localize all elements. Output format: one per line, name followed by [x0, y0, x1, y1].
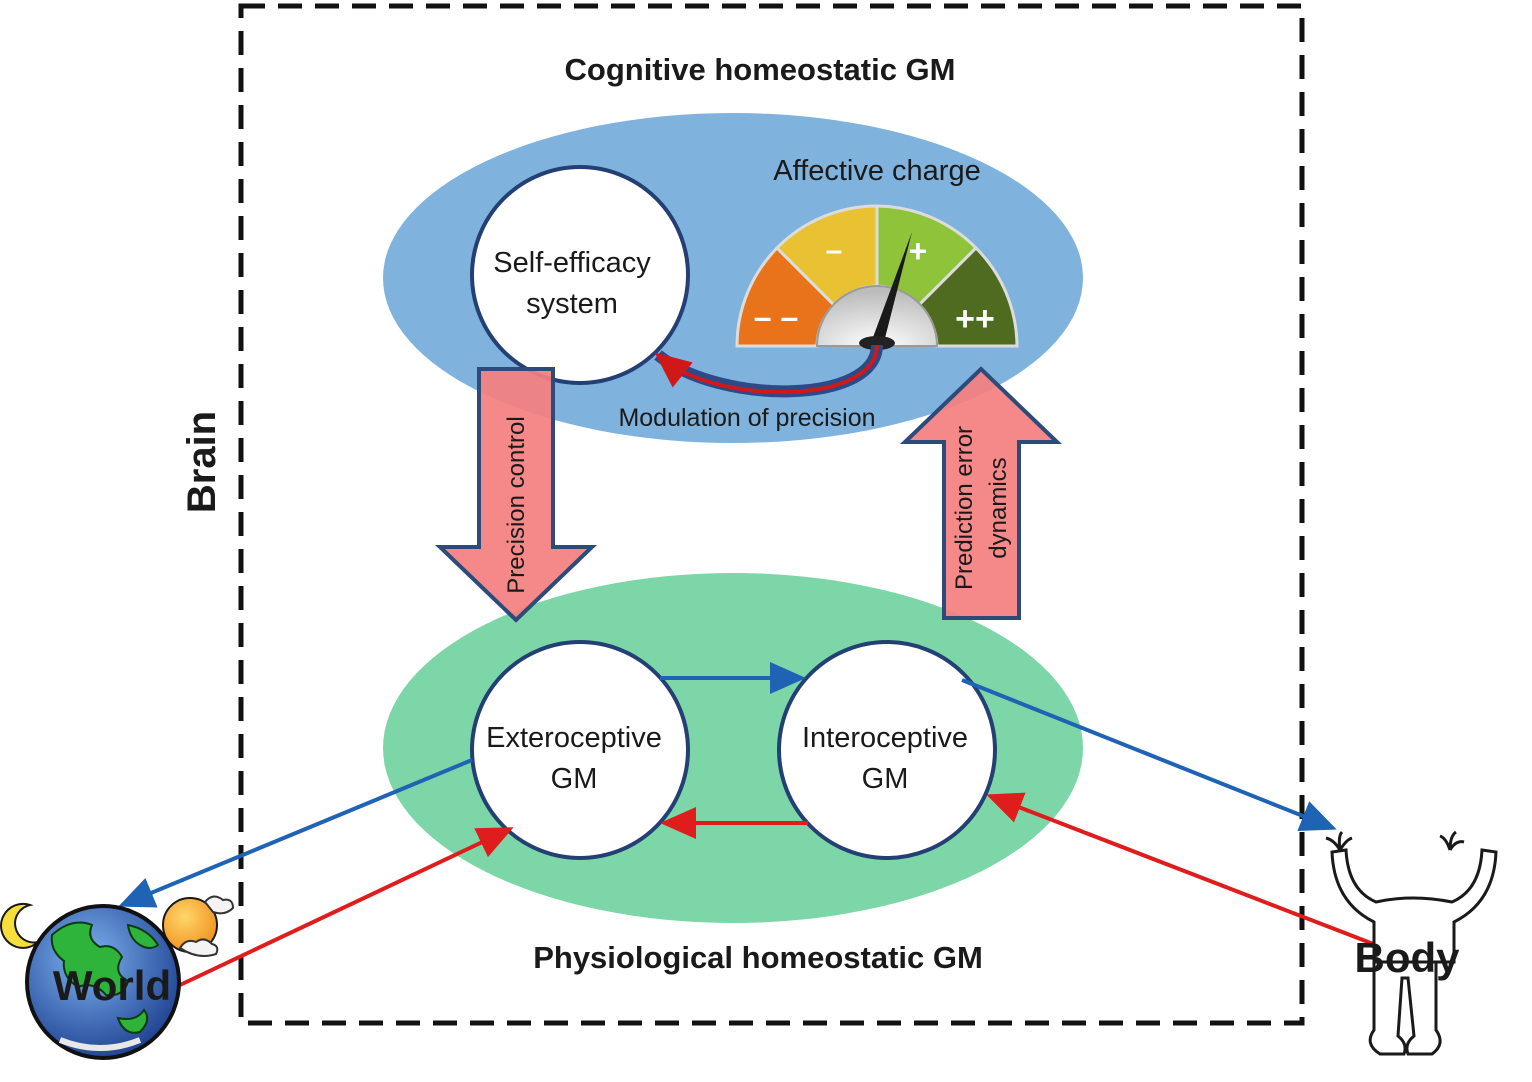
world-to-extero-arrow — [179, 827, 514, 987]
brain-boundary — [238, 3, 1305, 1026]
interoceptive-circle — [777, 640, 997, 860]
gauge-label-very-positive: ++ — [955, 300, 995, 338]
affective-gauge: – – – + ++ — [735, 204, 1019, 350]
intero-to-body-arrow — [961, 678, 1337, 832]
continent-icon-2 — [126, 923, 160, 949]
continent-icon-3 — [116, 1008, 149, 1034]
continent-icon — [50, 921, 130, 997]
world-label: World — [53, 962, 171, 1009]
modulation-arrow — [654, 344, 879, 395]
extero-to-world-arrow — [118, 758, 473, 908]
gauge-needle — [872, 232, 912, 342]
physiological-title: Physiological homeostatic GM — [533, 940, 983, 975]
gauge-label-negative: – — [826, 234, 843, 267]
prediction-error-label-1: Prediction error — [951, 426, 978, 590]
gauge-label-positive: + — [909, 233, 928, 269]
moon-icon — [0, 902, 42, 949]
prediction-error-arrow — [900, 366, 1062, 620]
gauge-needle-hub — [859, 336, 895, 350]
body-to-intero-arrow — [986, 792, 1377, 947]
self-efficacy-label-2: system — [526, 288, 618, 320]
gauge-dial — [815, 285, 939, 347]
precision-control-arrow — [435, 367, 597, 623]
prediction-error-label-2: dynamics — [985, 457, 1012, 558]
body-illustration — [1325, 830, 1498, 1056]
gauge-label-very-negative: – – — [754, 299, 798, 335]
precision-control-label: Precision control — [503, 416, 530, 593]
legs-icon — [1368, 960, 1442, 1056]
exteroceptive-label-1: Exteroceptive — [486, 722, 662, 754]
cognitive-title: Cognitive homeostatic GM — [565, 52, 956, 87]
exteroceptive-circle — [470, 640, 690, 860]
self-efficacy-label-1: Self-efficacy — [493, 247, 651, 279]
interoceptive-label-1: Interoceptive — [802, 722, 968, 754]
world-illustration — [0, 895, 235, 1060]
affective-charge-label: Affective charge — [773, 155, 980, 187]
cloud-icon-2 — [178, 938, 219, 957]
exteroceptive-label-2: GM — [551, 763, 598, 795]
modulation-label: Modulation of precision — [618, 404, 875, 432]
body-label: Body — [1355, 934, 1461, 981]
self-efficacy-circle — [470, 165, 690, 385]
brain-label: Brain — [180, 411, 224, 513]
polar-cap-icon — [58, 1037, 142, 1051]
cloud-icon — [203, 895, 235, 915]
interoceptive-label-2: GM — [862, 763, 909, 795]
torso-icon — [1330, 848, 1498, 964]
